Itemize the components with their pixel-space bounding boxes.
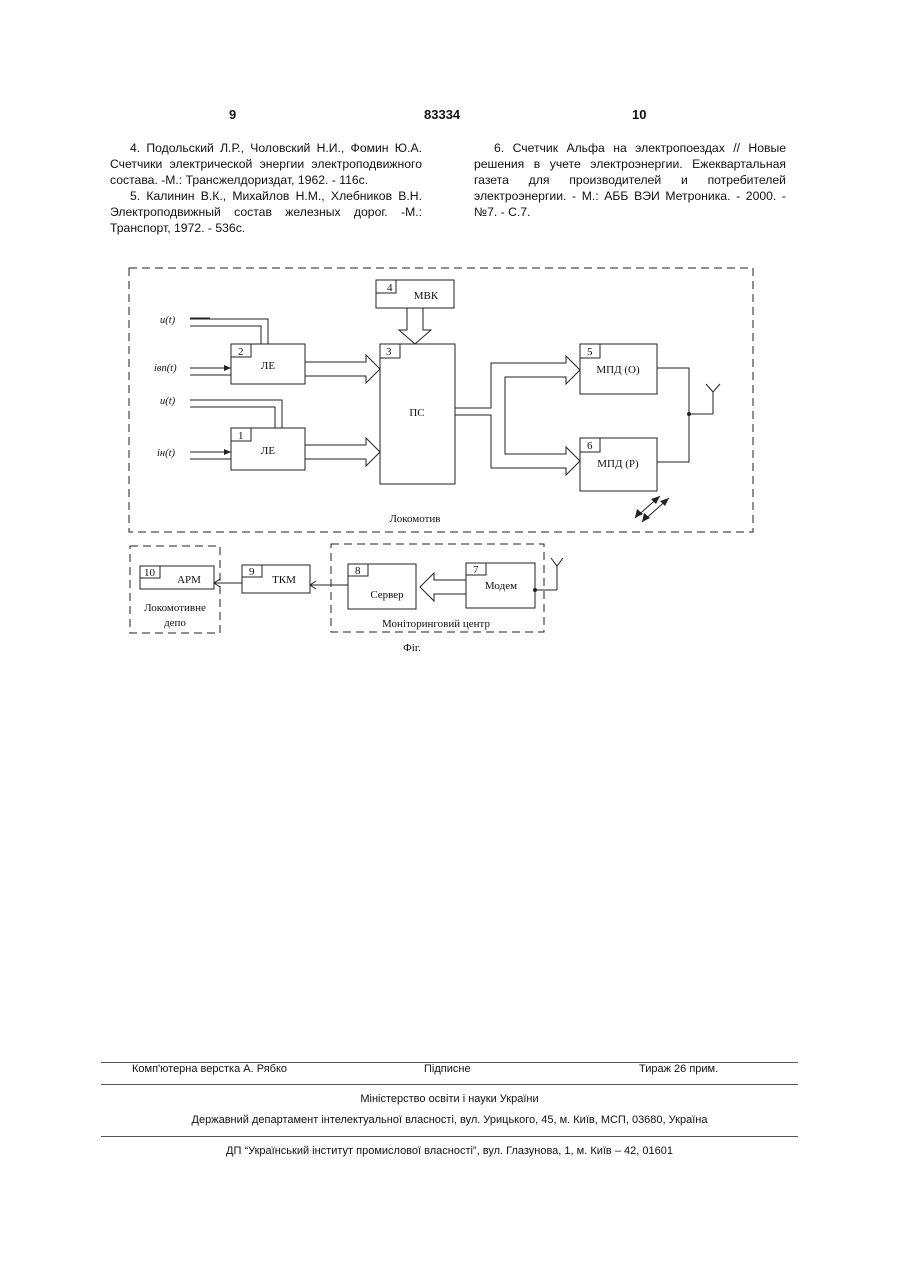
signal-u-top: u(t)	[160, 315, 176, 326]
block-4-number: 4	[387, 282, 393, 294]
block-5-label: МПД (О)	[596, 364, 640, 376]
block-diagram: 4 3 2 1 5 6 10 9 8 7 МВК ПС ЛЕ ЛЕ МПД (О…	[0, 0, 900, 680]
block-6-label: МПД (Р)	[597, 458, 639, 470]
block-7-label: Модем	[485, 580, 517, 592]
block-9-label: ТКМ	[272, 574, 296, 586]
block-9-number: 9	[249, 566, 255, 578]
monitoring-center-label: Моніторинговий центр	[382, 618, 490, 630]
depot-label-line1: Локомотивне	[144, 602, 206, 614]
block-4-label: МВК	[414, 290, 439, 302]
block-2-label: ЛЕ	[261, 360, 275, 372]
footer-ministry: Міністерство освіти і науки України	[101, 1093, 798, 1105]
footer-signed: Підписне	[424, 1063, 471, 1075]
block-6-number: 6	[587, 440, 593, 452]
block-8-label: Сервер	[370, 589, 404, 601]
depot-label-line2: депо	[164, 617, 186, 629]
footer-rule-bottom	[101, 1136, 798, 1137]
footer-institute: ДП “Український інститут промислової вла…	[101, 1145, 798, 1157]
signal-i-n: iн(t)	[157, 448, 176, 459]
block-2-number: 2	[238, 346, 244, 358]
locomotive-label: Локомотив	[390, 513, 441, 525]
block-10-number: 10	[144, 567, 156, 579]
footer-layout-credit: Комп'ютерна верстка А. Рябко	[132, 1063, 287, 1075]
figure-caption: Фіг.	[403, 642, 421, 654]
block-3-number: 3	[386, 346, 392, 358]
block-8-number: 8	[355, 565, 361, 577]
signal-i-vp: iвп(t)	[154, 363, 177, 374]
block-3-label: ПС	[409, 407, 424, 419]
block-5-number: 5	[587, 346, 593, 358]
block-1-number: 1	[238, 430, 244, 442]
footer-department: Державний департамент інтелектуальної вл…	[101, 1114, 798, 1126]
signal-u-bottom: u(t)	[160, 396, 176, 407]
block-10-label: АРМ	[177, 574, 201, 586]
block-7-number: 7	[473, 564, 479, 576]
footer-rule-middle	[101, 1084, 798, 1085]
block-1-label: ЛЕ	[261, 445, 275, 457]
footer-circulation: Тираж 26 прим.	[639, 1063, 718, 1075]
